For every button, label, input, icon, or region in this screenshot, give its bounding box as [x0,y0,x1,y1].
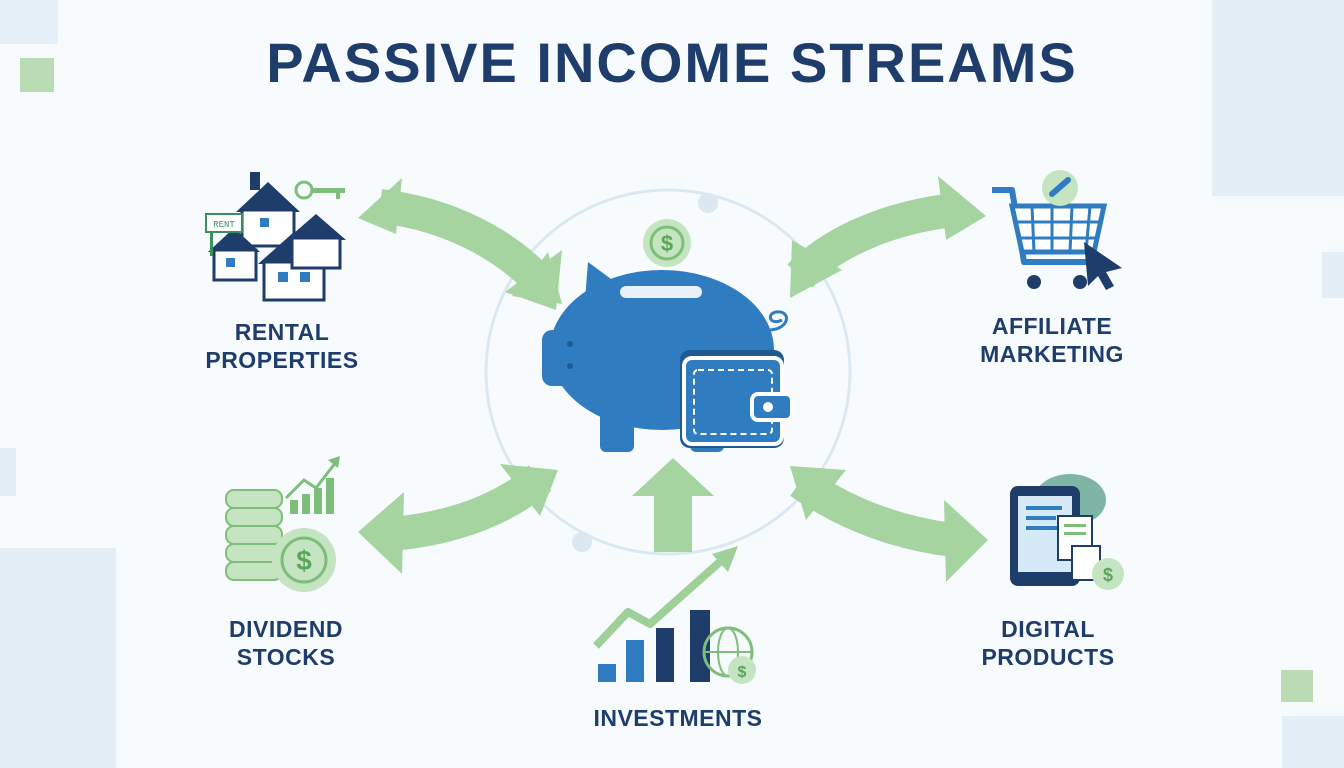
bar-chart-icon [284,456,340,514]
node-label-investments: INVESTMENTS [568,704,788,732]
houses-icon [205,172,346,302]
corner-block-top-right [1212,0,1344,196]
ring-dot-top [698,193,718,213]
arrow-affiliate [787,176,986,298]
node-label-digital: DIGITAL PRODUCTS [958,615,1138,671]
dollar-coin-icon: $ [643,219,691,267]
corner-block-top-left [0,0,58,44]
dividend-line2: STOCKS [236,644,336,670]
arrows [358,176,988,582]
rental-line1: RENTAL [234,319,330,345]
digital-line2: PRODUCTS [981,644,1115,670]
dividend-line1: DIVIDEND [229,616,343,642]
node-label-dividend: DIVIDEND STOCKS [196,615,376,671]
corner-block-bottom-left [0,548,116,768]
rent-sign-text: RENT [213,220,235,230]
corner-square-green-bottom-right [1281,670,1313,702]
ring-dot-bottom [572,532,592,552]
arrow-dividend [358,464,558,574]
arrow-rental [358,178,562,310]
rental-line2: PROPERTIES [205,347,359,373]
coin-stack-icon: $ [225,489,336,592]
growth-chart-icon: $ [593,546,756,684]
edge-block-left [0,448,16,496]
edge-block-right [1322,252,1344,298]
svg-text:$: $ [1103,565,1113,585]
page-title: PASSIVE INCOME STREAMS [266,31,1078,94]
investments-line1: INVESTMENTS [593,705,763,731]
cursor-icon [1084,242,1122,290]
node-label-affiliate: AFFILIATE MARKETING [962,312,1142,368]
tablet-documents-icon: $ [1010,474,1124,590]
wallet-icon [680,350,794,448]
svg-text:$: $ [661,231,673,256]
node-label-rental: RENTAL PROPERTIES [192,318,372,374]
affiliate-line2: MARKETING [980,341,1124,367]
digital-line1: DIGITAL [1001,616,1095,642]
svg-text:$: $ [296,545,312,576]
center-ring [484,188,852,556]
corner-square-green-top-left [20,58,54,92]
corner-block-bottom-right [1282,716,1344,768]
affiliate-line1: AFFILIATE [991,313,1113,339]
arrow-digital [790,466,988,582]
svg-text:$: $ [738,664,747,681]
arrow-investments [632,458,714,552]
